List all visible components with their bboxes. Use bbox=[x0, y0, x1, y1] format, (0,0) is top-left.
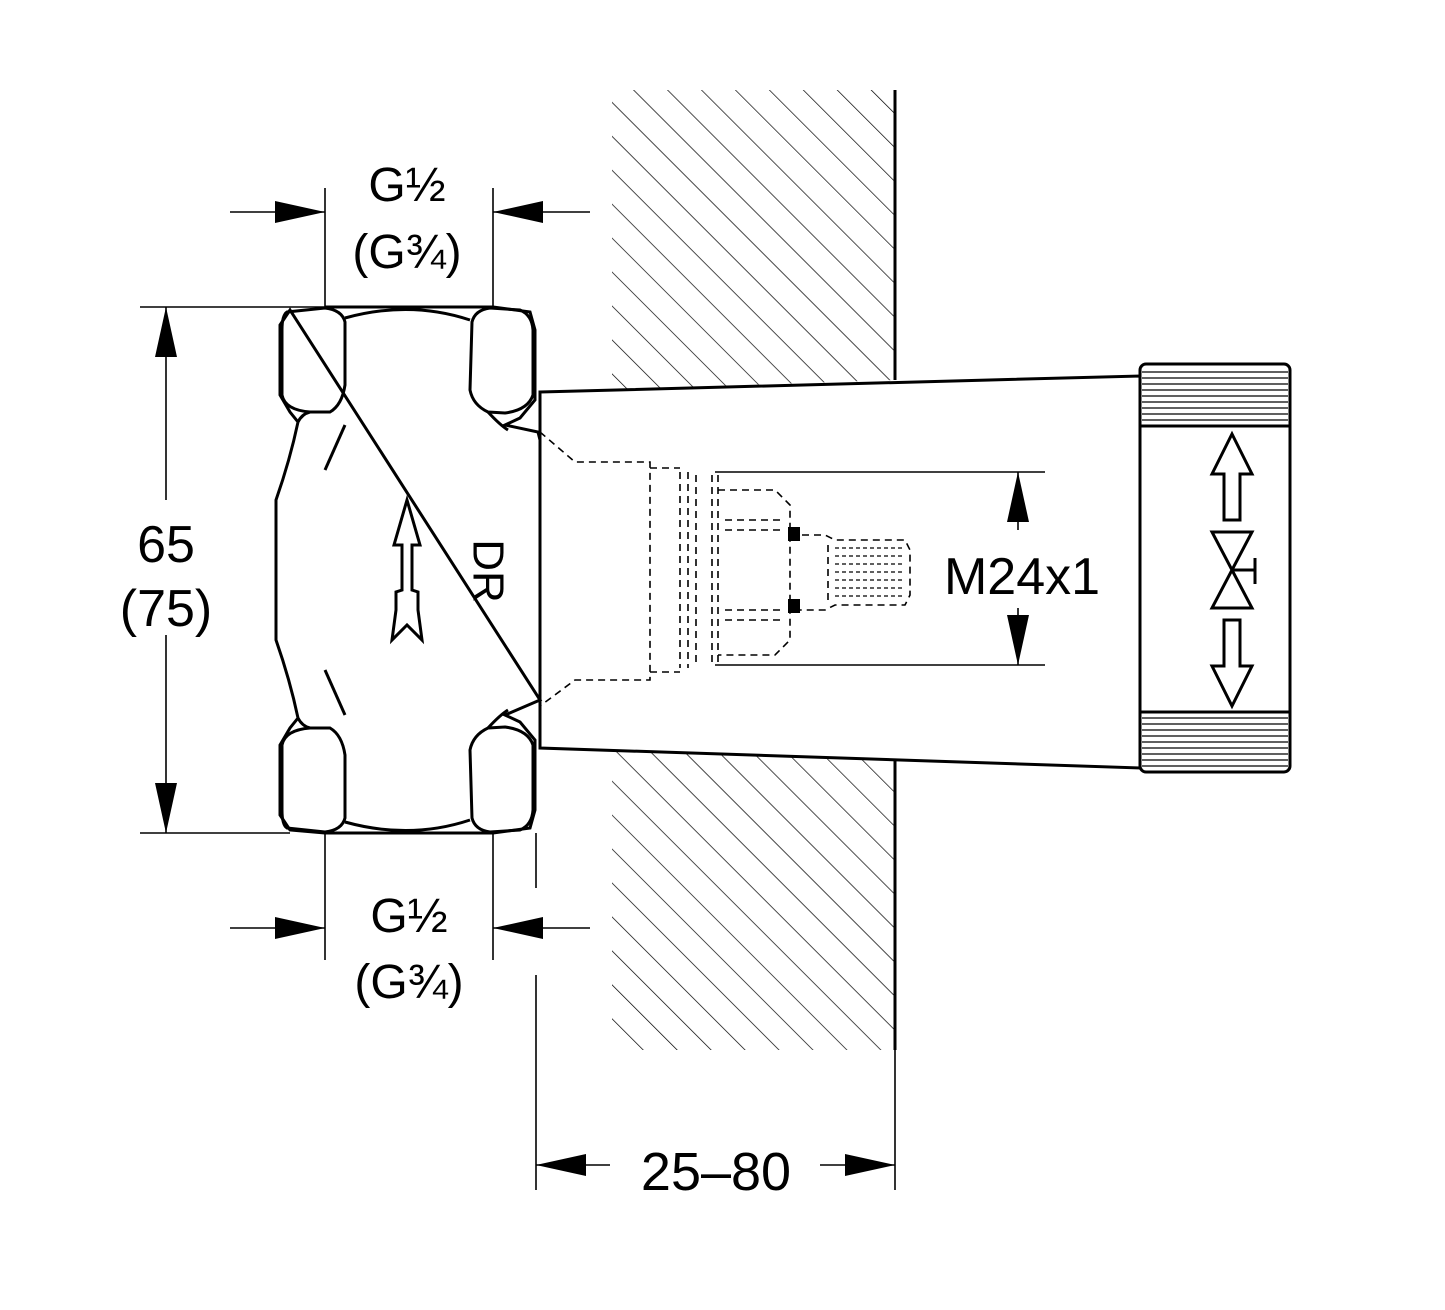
height-primary: 65 bbox=[137, 516, 195, 574]
valve-body bbox=[274, 305, 543, 835]
nut-bottom-right bbox=[468, 725, 535, 834]
thread-label: M24x1 bbox=[944, 548, 1100, 606]
flow-arrow-icon bbox=[389, 494, 425, 645]
spindle-grip bbox=[835, 547, 905, 597]
height-alternate: (75) bbox=[120, 580, 212, 638]
inlet-top-alternate: (G¾) bbox=[352, 226, 461, 279]
inlet-bottom-primary: G½ bbox=[370, 890, 447, 943]
body-marking-text: DR bbox=[463, 539, 512, 603]
nut-top-right bbox=[468, 306, 535, 415]
dimension-thread: M24x1 bbox=[944, 472, 1100, 665]
nut-top-left bbox=[280, 306, 347, 414]
inlet-top-primary: G½ bbox=[368, 159, 445, 212]
dimension-depth: 25–80 bbox=[535, 833, 896, 1202]
close-direction-arrow-icon bbox=[1209, 618, 1255, 710]
dimension-height: 65 (75) bbox=[120, 306, 325, 834]
valve-symbol-icon bbox=[1209, 530, 1255, 610]
open-direction-arrow-icon bbox=[1209, 430, 1255, 522]
nut-bottom-left bbox=[280, 726, 347, 834]
body-marking: DR bbox=[463, 539, 512, 603]
wall-section bbox=[612, 90, 897, 1050]
dimension-inlet-top: G½ (G¾) bbox=[230, 159, 590, 307]
inlet-bottom-alternate: (G¾) bbox=[354, 956, 463, 1009]
depth-label: 25–80 bbox=[641, 1142, 791, 1202]
cap-nut bbox=[1138, 362, 1292, 774]
dimension-inlet-bottom: G½ (G¾) bbox=[230, 833, 590, 1009]
